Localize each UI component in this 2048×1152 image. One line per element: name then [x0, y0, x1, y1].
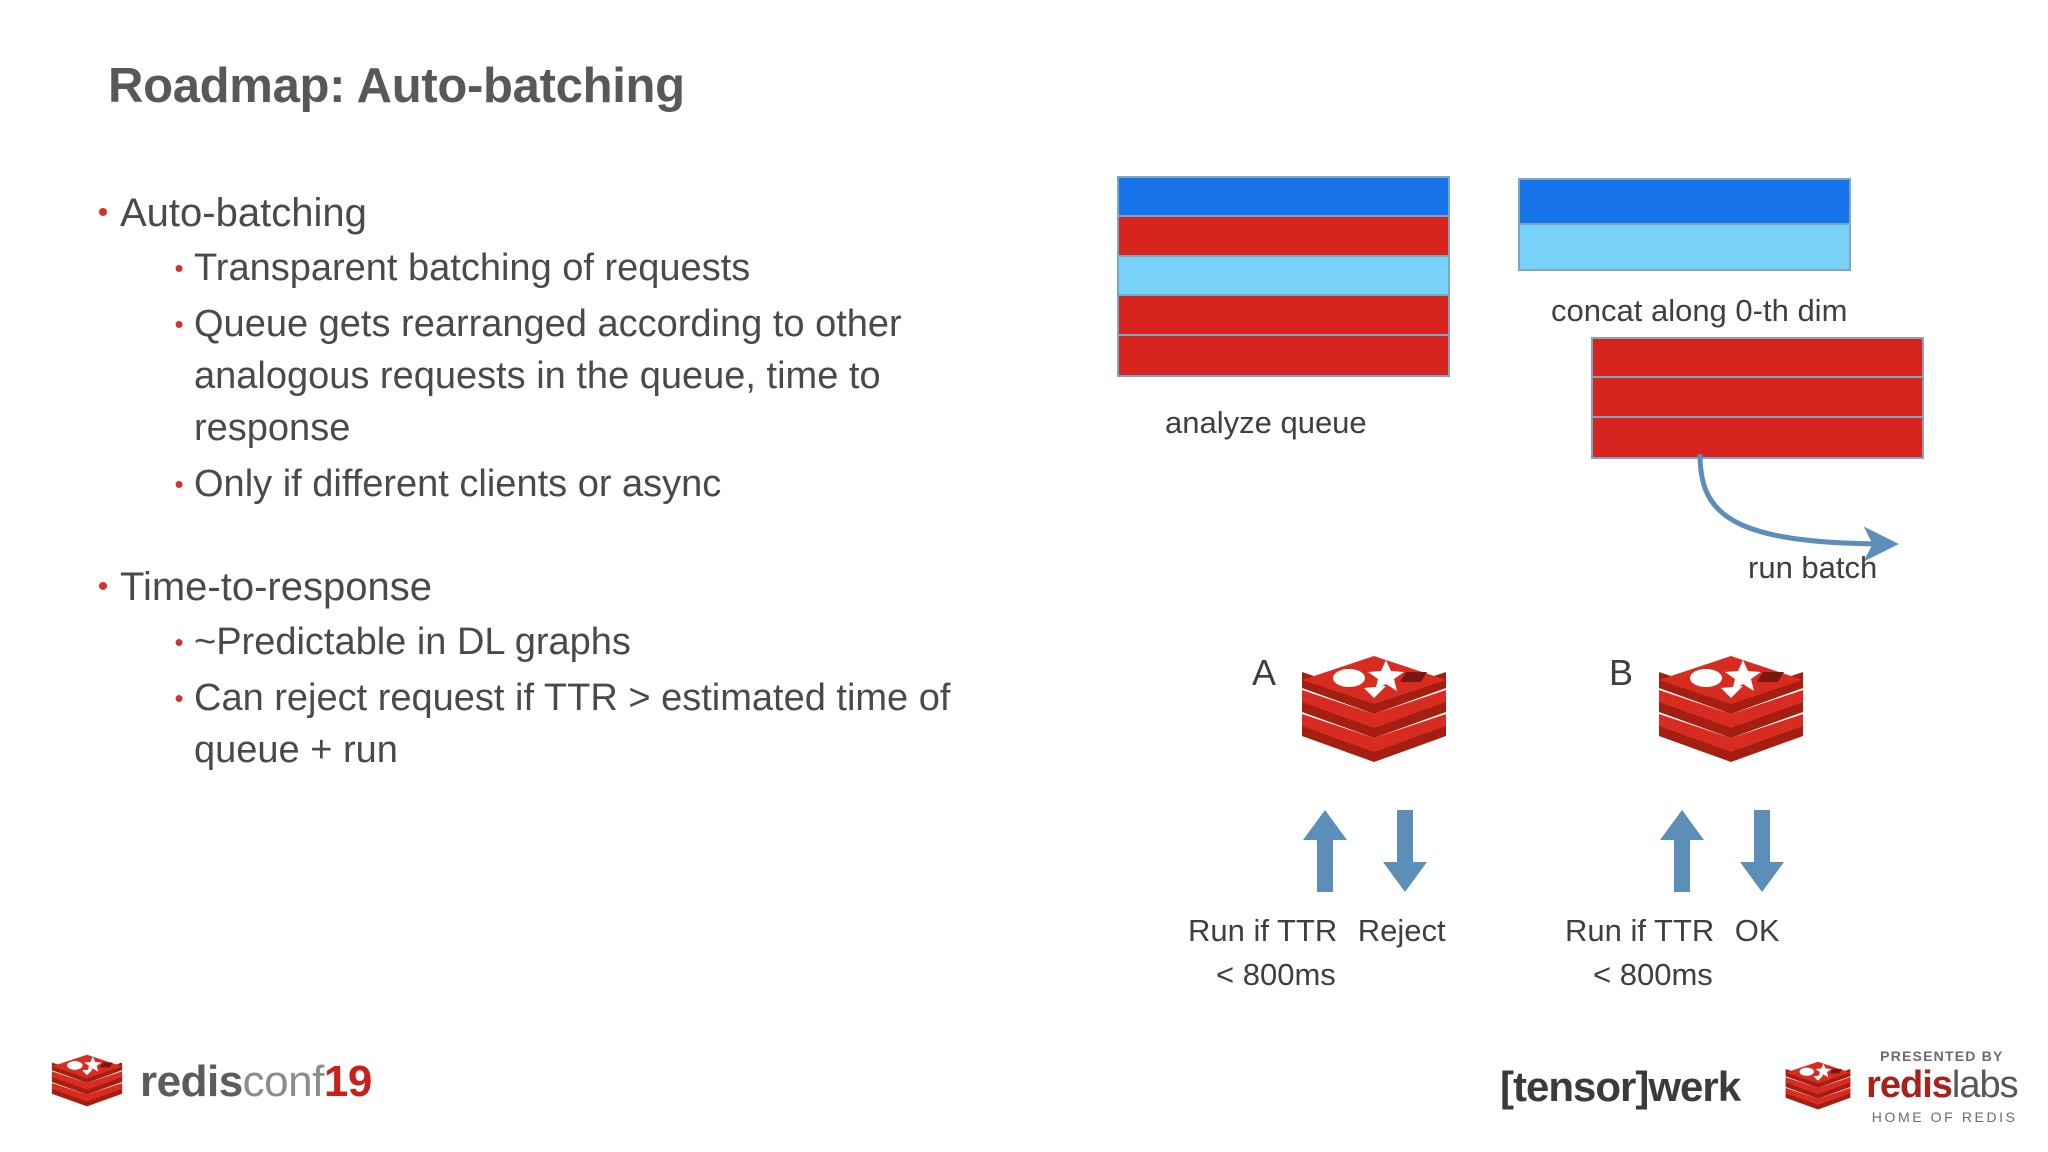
bullet-item-auto-batching: • Auto-batching [86, 186, 1026, 240]
node-b-labels: Run if TTR OK < 800ms [1565, 913, 1865, 993]
blue-pair-block [1518, 178, 1851, 271]
analyze-queue-caption: analyze queue [1165, 405, 1367, 440]
bullet-text: Queue gets rearranged according to other… [194, 303, 902, 449]
bullet-dot-icon: • [174, 683, 184, 713]
tensorwerk-logo: [tensor]werk [1500, 1062, 1741, 1110]
pair-band [1520, 224, 1849, 269]
concat-band [1593, 378, 1922, 418]
node-b-up-label-line2: < 800ms [1593, 957, 1713, 992]
bullet-text: Transparent batching of requests [194, 247, 751, 289]
redisconf-year: 19 [323, 1057, 372, 1106]
bullet-text: Auto-batching [120, 191, 367, 235]
footer-right: [tensor]werk PRESENTED BY [1500, 1048, 2019, 1125]
arrow-up-icon [1660, 810, 1704, 892]
bullet-item-reject-request: • Can reject request if TTR > estimated … [164, 672, 1026, 776]
redisconf-redis: redis [140, 1057, 243, 1106]
bullet-item-different-clients: • Only if different clients or async [164, 458, 1026, 510]
redislabs-logo: PRESENTED BY redislabs HOME OF REDIS [1782, 1048, 2019, 1125]
bullet-dot-icon: • [97, 196, 109, 229]
redisconf-wordmark: redisconf19 [140, 1057, 372, 1107]
bullet-text: Time-to-response [120, 565, 432, 609]
queue-band [1119, 256, 1448, 297]
request-response-arrows-a [1303, 810, 1427, 892]
bullet-text: Only if different clients or async [194, 463, 722, 505]
node-label-b: B [1609, 652, 1634, 693]
arrow-up-icon [1303, 810, 1347, 892]
bullet-item-predictable-dl: • ~Predictable in DL graphs [164, 616, 1026, 668]
run-batch-caption: run batch [1748, 550, 1878, 585]
presented-by-label: PRESENTED BY [1880, 1048, 2004, 1064]
bullet-dot-icon: • [174, 253, 184, 283]
redisconf-logo: redisconf19 [48, 1048, 372, 1116]
node-label-a: A [1252, 652, 1277, 693]
node-a-up-label-line2: < 800ms [1216, 957, 1336, 992]
queue-band [1119, 335, 1448, 375]
redislabs-tagline: HOME OF REDIS [1871, 1109, 2018, 1125]
redislabs-name-a: redis [1866, 1064, 1953, 1106]
node-a-down-label: Reject [1357, 913, 1446, 948]
page-title: Roadmap: Auto-batching [108, 59, 685, 113]
pair-band [1520, 180, 1849, 225]
bullet-item-time-to-response: • Time-to-response [86, 560, 1026, 614]
node-b-up-label: Run if TTR [1565, 913, 1715, 948]
queue-band [1119, 296, 1448, 336]
concat-band [1593, 417, 1922, 457]
node-a-labels: Run if TTR Reject < 800ms [1188, 913, 1508, 993]
analyze-queue-block [1117, 176, 1450, 377]
redis-logo-icon-a [1302, 656, 1446, 762]
bullet-list: • Auto-batching • Transparent batching o… [86, 186, 1026, 780]
bullet-item-transparent-batching: • Transparent batching of requests [164, 242, 1026, 294]
concat-caption: concat along 0-th dim [1551, 293, 1848, 328]
redislabs-name: redislabs [1866, 1064, 2019, 1106]
redis-logo-icon-b [1659, 656, 1803, 762]
bullet-text: ~Predictable in DL graphs [194, 621, 631, 663]
redis-logo-icon [51, 1054, 123, 1107]
concat-block [1591, 337, 1924, 459]
bullet-group-spacer [86, 514, 1026, 560]
redislabs-name-b: labs [1951, 1064, 2019, 1106]
bullet-dot-icon: • [174, 627, 184, 657]
run-batch-arrow-icon [1697, 453, 1899, 562]
queue-band [1119, 178, 1448, 218]
bullet-dot-icon: • [174, 469, 184, 499]
arrow-down-icon [1740, 810, 1784, 892]
bullet-dot-icon: • [97, 570, 109, 603]
concat-band [1593, 339, 1922, 379]
bullet-item-queue-rearranged: • Queue gets rearranged according to oth… [164, 298, 1026, 454]
redisconf-conf: conf [242, 1057, 325, 1106]
request-response-arrows-b [1660, 810, 1784, 892]
queue-band [1119, 217, 1448, 257]
node-b-down-label: OK [1734, 913, 1780, 948]
bullet-dot-icon: • [174, 309, 184, 339]
arrow-down-icon [1383, 810, 1427, 892]
redis-logo-icon [1785, 1061, 1851, 1109]
redislabs-wordmark: PRESENTED BY redislabs HOME OF REDIS [1866, 1048, 2019, 1125]
bullet-text: Can reject request if TTR > estimated ti… [194, 677, 951, 771]
node-a-up-label: Run if TTR [1188, 913, 1338, 948]
